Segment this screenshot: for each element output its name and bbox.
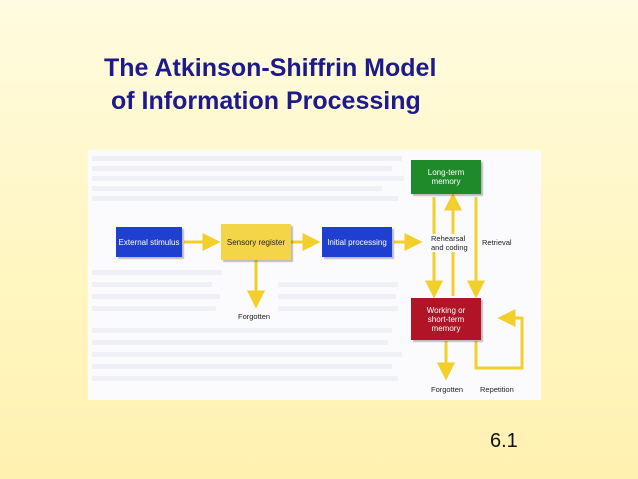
- repetition-label: Repetition: [480, 385, 514, 394]
- title-line-1: The Atkinson-Shiffrin Model: [104, 54, 437, 82]
- retrieval-label: Retrieval: [482, 238, 512, 247]
- arrow-repetition-loop: [474, 309, 524, 370]
- slide-number: 6.1: [490, 430, 518, 452]
- working-memory-label: Working or short-term memory: [426, 305, 466, 333]
- forgotten-sensory-label: Forgotten: [238, 312, 271, 321]
- initial-processing-label: Initial processing: [327, 237, 387, 247]
- title-line-2: of Information Processing: [111, 87, 421, 115]
- working-memory-box: Working or short-term memory: [411, 298, 481, 340]
- slide-title: The Atkinson-Shiffrin Model of Informati…: [104, 52, 564, 118]
- initial-processing-box: Initial processing: [322, 227, 392, 257]
- sensory-register-box: Sensory register: [221, 224, 291, 260]
- long-term-memory-box: Long-term memory: [411, 160, 481, 194]
- forgotten-working-label: Forgotten: [431, 385, 464, 394]
- external-stimulus-box: External stimulus: [116, 227, 182, 257]
- memory-model-diagram: External stimulus Sensory register Initi…: [88, 150, 541, 400]
- external-stimulus-label: External stimulus: [118, 237, 180, 247]
- sensory-register-label: Sensory register: [226, 237, 286, 247]
- long-term-memory-label: Long-term memory: [427, 168, 465, 186]
- rehearsal-label: Rehearsal and coding: [431, 234, 471, 252]
